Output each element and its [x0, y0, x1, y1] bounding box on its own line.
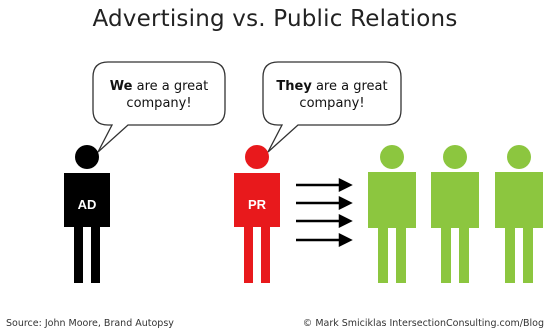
arrows [296, 177, 353, 248]
ad-speech-bubble [92, 61, 226, 153]
pr-bubble-text: They are a great company! [265, 78, 399, 112]
ad-bubble-bold: We [109, 79, 133, 94]
ad-bubble-text: We are a great company! [95, 78, 223, 112]
audience-person-figure [495, 145, 543, 283]
ad-person-figure [64, 145, 110, 283]
diagram-title: Advertising vs. Public Relations [92, 6, 458, 32]
audience-person-figure [368, 145, 416, 283]
author-credit: © Mark Smiciklas IntersectionConsulting.… [302, 318, 544, 329]
audience-person-figure [431, 145, 479, 283]
ad-label: AD [77, 197, 97, 212]
pr-label: PR [247, 197, 267, 212]
pr-person-figure [234, 145, 280, 283]
pr-bubble-line1: are a great [311, 79, 388, 94]
ad-bubble-line1: are a great [132, 79, 209, 94]
source-credit: Source: John Moore, Brand Autopsy [6, 318, 174, 329]
pr-speech-bubble [262, 61, 402, 153]
ad-bubble-line2: company! [126, 96, 192, 111]
pr-bubble-bold: They [276, 79, 312, 94]
pr-bubble-line2: company! [299, 96, 365, 111]
